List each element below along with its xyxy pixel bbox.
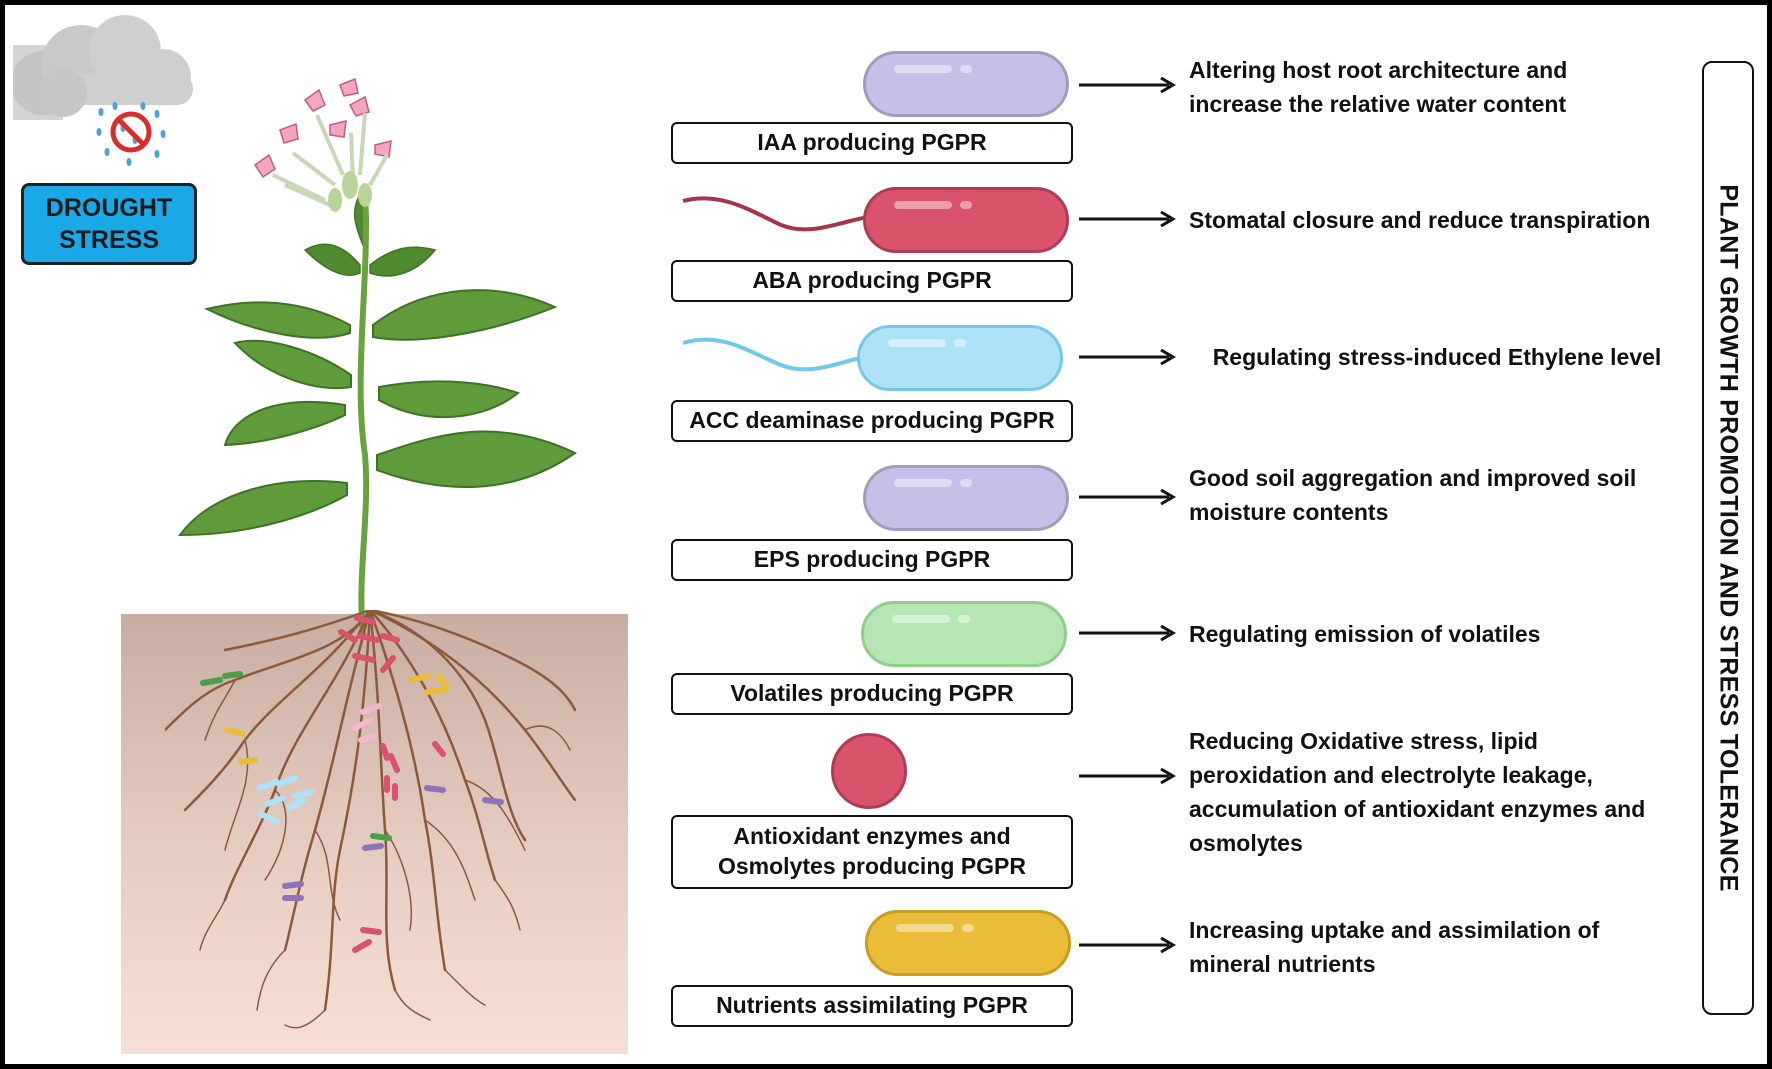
volatiles-effect: Regulating emission of volatiles [1189, 617, 1685, 651]
acc-effect: Regulating stress-induced Ethylene level [1189, 340, 1685, 374]
iaa-arrow-icon [1079, 76, 1176, 94]
iaa-bacterium-icon [863, 51, 1069, 117]
plant-illustration [178, 77, 577, 635]
volatiles-label-box: Volatiles producing PGPR [671, 673, 1073, 715]
eps-effect-line-2: moisture contents [1189, 499, 1389, 525]
volatiles-label: Volatiles producing PGPR [730, 680, 1014, 707]
eps-arrow-icon [1079, 488, 1176, 506]
eps-bacterium-icon [863, 465, 1069, 531]
acc-flagellum [682, 337, 866, 372]
iaa-label: IAA producing PGPR [757, 129, 987, 156]
eps-label-box: EPS producing PGPR [671, 539, 1073, 581]
side-panel [1702, 61, 1754, 1015]
iaa-effect-line-2: increase the relative water content [1189, 91, 1567, 117]
acc-label: ACC deaminase producing PGPR [689, 407, 1055, 434]
nutrients-effect-line-2: mineral nutrients [1189, 951, 1376, 977]
eps-label: EPS producing PGPR [753, 546, 991, 573]
aba-label: ABA producing PGPR [752, 267, 992, 294]
antioxidant-effect-line-3: accumulation of antioxidant enzymes and [1189, 796, 1646, 822]
volatiles-arrow-icon [1079, 624, 1176, 642]
root-illustration [165, 610, 577, 1029]
badge-line-1: DROUGHT [45, 193, 173, 222]
eps-effect-line-1: Good soil aggregation and improved soil [1189, 465, 1637, 491]
iaa-label-box: IAA producing PGPR [671, 122, 1073, 164]
antioxidant-coccus-icon [831, 733, 907, 809]
aba-bacterium-icon [863, 187, 1069, 253]
nutrients-bacterium-icon [865, 910, 1071, 976]
acc-label-box: ACC deaminase producing PGPR [671, 400, 1073, 442]
aba-label-box: ABA producing PGPR [671, 260, 1073, 302]
drought-stress-badge: DROUGHT STRESS [21, 183, 197, 265]
acc-effect-line-1: Regulating stress-induced Ethylene level [1212, 344, 1662, 370]
antioxidant-arrow-icon [1079, 767, 1176, 785]
antioxidant-label-box: Antioxidant enzymes and Osmolytes produc… [671, 815, 1073, 889]
nutrients-label: Nutrients assimilating PGPR [716, 992, 1028, 1019]
aba-effect: Stomatal closure and reduce transpiratio… [1189, 203, 1685, 237]
volatiles-bacterium-icon [861, 601, 1067, 667]
aba-effect-line-1: Stomatal closure and reduce transpiratio… [1189, 207, 1651, 233]
nutrients-effect: Increasing uptake and assimilation of mi… [1189, 913, 1685, 981]
nutrients-effect-line-1: Increasing uptake and assimilation of [1189, 917, 1600, 943]
antioxidant-effect-line-4: osmolytes [1189, 830, 1303, 856]
iaa-effect: Altering host root architecture and incr… [1189, 53, 1685, 121]
iaa-effect-line-1: Altering host root architecture and [1189, 57, 1568, 83]
aba-arrow-icon [1079, 210, 1176, 228]
antioxidant-effect-line-1: Reducing Oxidative stress, lipid [1189, 728, 1538, 754]
acc-bacterium-icon [857, 325, 1063, 391]
no-rain-icon [96, 102, 166, 166]
eps-effect: Good soil aggregation and improved soil … [1189, 461, 1685, 529]
antioxidant-label-line-1: Antioxidant enzymes and [733, 823, 1011, 850]
aba-flagellum [682, 196, 870, 232]
badge-line-2: STRESS [58, 226, 160, 254]
cloud-icon [13, 15, 193, 120]
antioxidant-effect: Reducing Oxidative stress, lipid peroxid… [1189, 724, 1685, 860]
antioxidant-effect-line-2: peroxidation and electrolyte leakage, [1189, 762, 1593, 788]
side-title: PLANT GROWTH PROMOTION AND STRESS TOLERA… [1714, 184, 1743, 892]
nutrients-label-box: Nutrients assimilating PGPR [671, 985, 1073, 1027]
volatiles-effect-line-1: Regulating emission of volatiles [1189, 621, 1541, 647]
nutrients-arrow-icon [1079, 936, 1176, 954]
antioxidant-label-line-2: Osmolytes producing PGPR [718, 853, 1026, 879]
acc-arrow-icon [1079, 348, 1176, 366]
